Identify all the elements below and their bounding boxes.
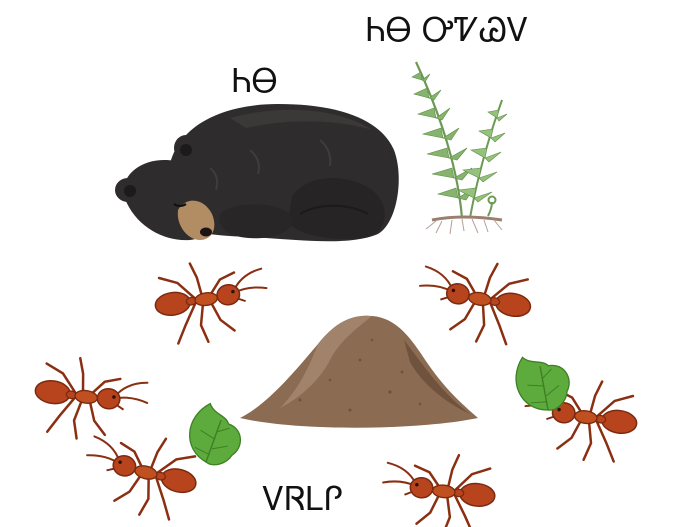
- ant-icon: [412, 251, 537, 349]
- fern-label: ᏂᎾ ᎤᏤᏊᏙ: [366, 13, 529, 46]
- fern-plant-icon: [412, 62, 507, 234]
- ant-icon: [150, 253, 273, 348]
- bear-label: ᏂᎾ: [232, 64, 278, 97]
- ant-icon: [378, 448, 498, 527]
- leaf-icon: [184, 401, 247, 470]
- sleeping-bear-icon: [115, 104, 399, 241]
- anthill-label: ᏙᏒᏞᎵ: [263, 482, 343, 515]
- ant-icon: [76, 421, 205, 526]
- ant-icon: [30, 353, 153, 448]
- dirt-mound-icon: [240, 316, 478, 428]
